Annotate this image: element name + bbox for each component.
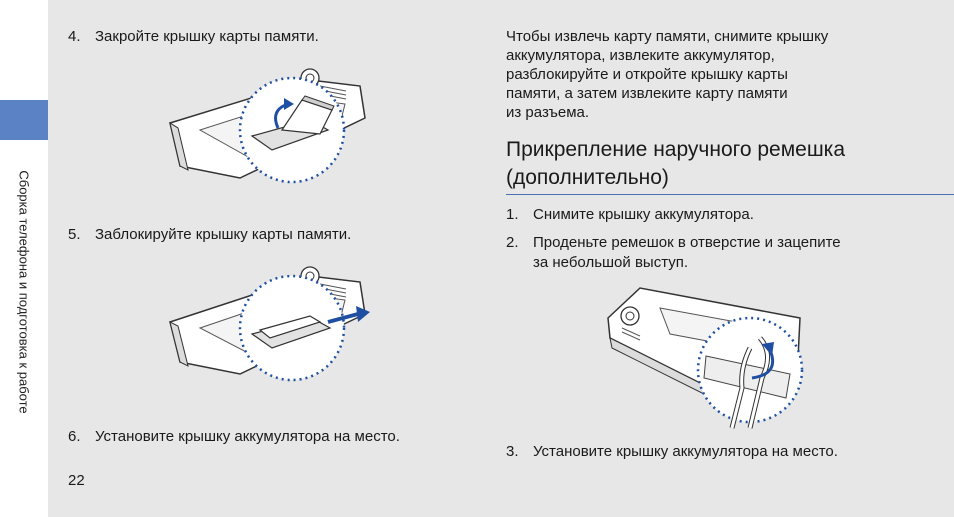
step-text: Закройте крышку карты памяти. [95, 28, 319, 45]
sidebar: Сборка телефона и подготовка к работе [0, 0, 48, 517]
section-heading: Прикрепление наручного ремешка (дополнит… [506, 136, 926, 192]
step-number: 3. [506, 443, 519, 460]
intro-line: разблокируйте и откройте крышку карты [506, 66, 788, 83]
page-content: 4. Закройте крышку карты памяти. 5. Забл… [48, 0, 954, 517]
heading-line: Прикрепление наручного ремешка [506, 138, 845, 161]
step-number: 4. [68, 28, 81, 45]
step-text: Установите крышку аккумулятора на место. [95, 428, 400, 445]
strap-step-1: 1. Снимите крышку аккумулятора. [506, 205, 754, 225]
figure-close-card-cover [169, 68, 366, 184]
step-line: Проденьте ремешок в отверстие и зацепите [533, 234, 841, 251]
chapter-tab-marker [0, 100, 48, 140]
intro-line: памяти, а затем извлеките карту памяти [506, 85, 788, 102]
step-number: 1. [506, 206, 519, 223]
step-text: Снимите крышку аккумулятора. [533, 206, 754, 223]
step-6: 6. Установите крышку аккумулятора на мес… [68, 427, 400, 447]
step-5: 5. Заблокируйте крышку карты памяти. [68, 225, 351, 245]
step-text: Установите крышку аккумулятора на место. [533, 443, 838, 460]
page-number: 22 [68, 472, 85, 489]
step-line: за небольшой выступ. [533, 254, 689, 271]
heading-rule [506, 194, 954, 195]
section-title: Сборка телефона и подготовка к работе [16, 170, 32, 414]
intro-line: Чтобы извлечь карту памяти, снимите крыш… [506, 28, 829, 45]
strap-step-2: 2. Проденьте ремешок в отверстие и зацеп… [506, 233, 841, 273]
strap-step-3: 3. Установите крышку аккумулятора на мес… [506, 442, 838, 462]
intro-line: аккумулятора, извлеките аккумулятор, [506, 47, 775, 64]
step-text: Заблокируйте крышку карты памяти. [95, 226, 352, 243]
step-text: Проденьте ремешок в отверстие и зацепите… [533, 233, 841, 273]
step-number: 5. [68, 226, 81, 243]
heading-line: (дополнительно) [506, 166, 669, 189]
intro-line: из разъема. [506, 104, 590, 121]
figure-lock-card-cover [169, 266, 370, 382]
step-4: 4. Закройте крышку карты памяти. [68, 27, 319, 47]
figure-attach-strap [607, 287, 804, 429]
intro-paragraph: Чтобы извлечь карту памяти, снимите крыш… [506, 27, 916, 122]
step-number: 6. [68, 428, 81, 445]
step-number: 2. [506, 234, 519, 251]
